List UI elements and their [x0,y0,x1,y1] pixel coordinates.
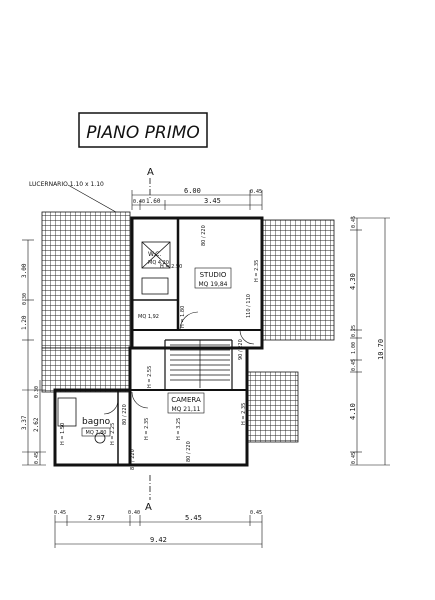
door-swings [103,311,255,415]
svg-text:9.42: 9.42 [150,536,167,544]
svg-text:A: A [145,502,152,513]
height-camera-mid: H = 3.25 [176,418,182,440]
dimension-left-labels: 3.00 0.30 1.20 0.30 3.37 2.62 0.45 [21,263,40,464]
title-box: PIANO PRIMO [78,112,208,148]
svg-text:3.45: 3.45 [204,197,221,205]
svg-text:5.45: 5.45 [185,514,202,522]
height-hall: H = 2.55 [147,366,153,388]
svg-text:0.45: 0.45 [351,452,357,464]
room-wc-area: MQ 4,20 [148,260,169,266]
svg-text:1.00: 1.00 [351,342,357,354]
svg-text:0.40: 0.40 [128,510,140,516]
opening-camera-door: 80 / 220 [186,441,192,462]
svg-text:0.45: 0.45 [250,510,262,516]
svg-text:3.00: 3.00 [21,263,28,278]
svg-text:0.30: 0.30 [34,386,40,398]
height-wc: H = 2.50 [160,264,182,270]
room-camera-name: CAMERA [171,396,201,404]
dimension-top [131,190,263,210]
room-landing-area: MQ 1,92 [138,314,159,320]
height-studio-left: H = 1.80 [180,306,186,328]
dimension-bottom [54,515,263,548]
svg-text:0.45: 0.45 [351,216,357,228]
svg-text:2.62: 2.62 [33,417,40,432]
room-studio-area: MQ 19,84 [199,281,228,288]
section-marker-bottom: A [145,475,152,513]
dimension-right [350,217,390,466]
room-wc-name: W.C. [148,251,161,258]
svg-text:0.45: 0.45 [351,359,357,371]
svg-text:A: A [147,167,154,178]
height-studio-right: H = 2.35 [254,260,260,282]
opening-studio-top: 80 / 220 [201,225,207,246]
height-bagno-left: H = 1.50 [60,423,66,445]
svg-text:0.45: 0.45 [54,510,66,516]
skylight-label: LUCERNARIO 1.10 x 1.10 [29,181,104,188]
svg-text:2.97: 2.97 [88,514,105,522]
roof-tiles [41,211,335,443]
opening-bagno-door: 80 / 220 [122,404,128,425]
opening-studio-right: 110 / 110 [246,294,252,318]
page-title: PIANO PRIMO [86,123,200,143]
room-studio-name: STUDIO [200,271,227,279]
wc-fixtures [57,241,171,444]
room-camera-area: MQ 21,11 [172,406,201,413]
height-camera-right: H = 2.35 [241,403,247,425]
svg-text:3.37: 3.37 [21,415,28,430]
room-bagno-name: bagno [82,417,111,427]
svg-text:0.45: 0.45 [250,189,262,195]
outer-walls [53,216,264,467]
svg-text:6.00: 6.00 [184,187,201,195]
svg-text:1.60: 1.60 [146,198,161,205]
svg-text:0.30: 0.30 [22,293,28,305]
room-labels: W.C. MQ 4,20 STUDIO MQ 19,84 MQ 1,92 bag… [81,251,232,437]
opening-sizes: 80 / 220 110 / 110 80 / 220 80 / 220 80 … [122,225,252,470]
section-marker-top: A [147,167,154,200]
ceiling-heights: H = 2.50 H = 1.80 H = 2.35 H = 2.35 H = … [60,260,260,445]
height-camera-left: H = 2.35 [144,418,150,440]
height-bagno-right: H = 2.25 [110,423,116,445]
svg-text:0.40: 0.40 [133,199,145,205]
dimension-bottom-labels: 0.45 2.97 0.40 5.45 0.45 9.42 [54,510,262,544]
dimension-right-labels: 0.45 4.30 0.25 1.00 0.45 4.10 0.45 10.70 [349,216,385,464]
svg-text:0.45: 0.45 [34,452,40,464]
svg-text:4.30: 4.30 [349,273,357,290]
svg-text:10.70: 10.70 [377,339,385,360]
dimension-left [22,239,46,466]
opening-stair: 90 / 220 [238,339,244,360]
svg-text:0.25: 0.25 [351,325,357,337]
staircase [170,340,230,388]
room-bagno-area: MQ 7,80 [86,430,107,436]
svg-text:1.20: 1.20 [21,315,28,330]
svg-text:4.10: 4.10 [349,403,357,420]
opening-camera-left: 80 / 220 [130,449,136,470]
dimension-top-labels: 0.40 1.60 6.00 3.45 0.45 [133,187,262,205]
